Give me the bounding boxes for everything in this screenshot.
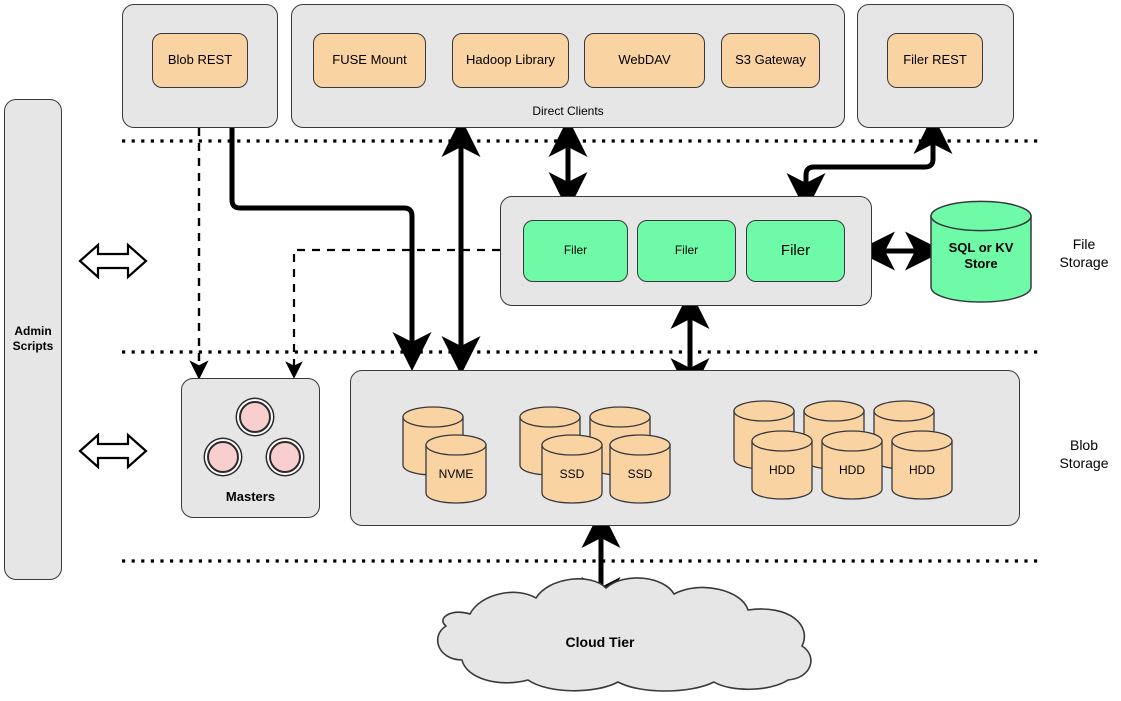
fuse-mount-label: FUSE Mount — [332, 52, 407, 68]
filer-rest-label: Filer REST — [903, 52, 967, 68]
sql-or-kv-store-cylinder[interactable]: SQL or KV Store — [930, 200, 1032, 303]
filer-to-masters-link — [285, 248, 500, 379]
file-storage-tier-label: File Storage — [1059, 236, 1109, 270]
blob-rest-box[interactable]: Blob REST — [152, 33, 248, 88]
master-node-3 — [269, 441, 301, 473]
ssd-label-1: SSD — [559, 467, 585, 481]
hdd-label-3: HDD — [909, 463, 935, 477]
admin-scripts-panel[interactable]: Admin Scripts — [4, 99, 62, 580]
nvme-label: NVME — [438, 467, 474, 481]
blob-rest-label: Blob REST — [167, 52, 233, 68]
filer-label-1: Filer — [563, 243, 588, 258]
hdd-label-2: HDD — [839, 463, 865, 477]
cylinder-shape — [751, 430, 813, 500]
admin-scripts-label: Admin Scripts — [12, 324, 54, 353]
s3-gateway-box[interactable]: S3 Gateway — [721, 33, 820, 88]
hdd-label-1: HDD — [769, 463, 795, 477]
filer-box-2[interactable]: Filer — [637, 220, 736, 282]
cloud-tier-label: Cloud Tier — [565, 634, 635, 650]
ssd-volume-front-2[interactable]: SSD — [609, 434, 671, 504]
cylinder-shape — [425, 434, 487, 504]
master-node-2 — [207, 441, 239, 473]
hadoop-library-label: Hadoop Library — [466, 52, 555, 68]
ssd-volume-front-1[interactable]: SSD — [541, 434, 603, 504]
filer-label-2: Filer — [674, 243, 699, 258]
admin-to-filer-arrow — [78, 242, 148, 280]
s3-gateway-label: S3 Gateway — [735, 52, 806, 68]
masters-group[interactable]: Masters — [181, 378, 320, 518]
webdav-box[interactable]: WebDAV — [584, 33, 705, 88]
filer-box-1[interactable]: Filer — [523, 220, 628, 282]
fuse-mount-box[interactable]: FUSE Mount — [313, 33, 426, 88]
hdd-volume-front-2[interactable]: HDD — [821, 430, 883, 500]
cylinder-shape — [930, 200, 1032, 303]
cylinder-shape — [821, 430, 883, 500]
filer-rest-box[interactable]: Filer REST — [887, 33, 983, 88]
master-node-1 — [239, 401, 271, 433]
ssd-label-2: SSD — [627, 467, 653, 481]
admin-to-blob-arrow — [78, 432, 148, 470]
nvme-volume-front-1[interactable]: NVME — [425, 434, 487, 504]
filer-rest-to-filer-link — [786, 114, 953, 212]
cylinder-shape — [609, 434, 671, 504]
filer-label-3: Filer — [780, 242, 811, 260]
hdd-volume-front-1[interactable]: HDD — [751, 430, 813, 500]
direct-clients-caption: Direct Clients — [532, 104, 604, 118]
hadoop-library-box[interactable]: Hadoop Library — [452, 33, 569, 88]
blob-storage-tier-label: Blob Storage — [1059, 437, 1109, 471]
webdav-label: WebDAV — [618, 52, 671, 68]
cylinder-shape — [541, 434, 603, 504]
filer-box-3[interactable]: Filer — [746, 220, 845, 282]
sql-or-kv-store-label: SQL or KV Store — [948, 240, 1014, 271]
masters-label: Masters — [225, 489, 276, 504]
hdd-volume-front-3[interactable]: HDD — [891, 430, 953, 500]
cylinder-shape — [891, 430, 953, 500]
blob-rest-to-volumes-link — [229, 128, 432, 372]
